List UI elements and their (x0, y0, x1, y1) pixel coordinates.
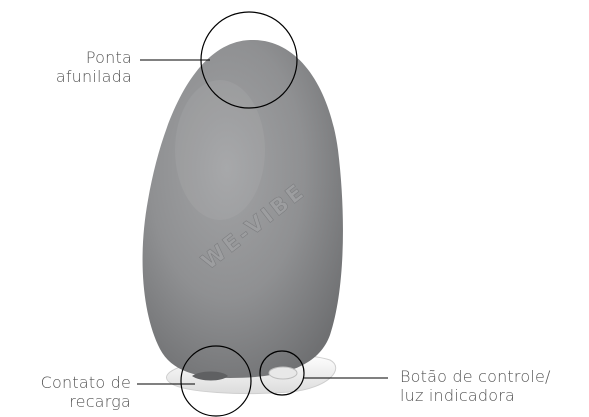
tip-label-line1: Ponta (85, 48, 132, 67)
charging-contact (192, 371, 228, 381)
charging-label-line2: recarga (69, 392, 131, 411)
button-label-line1: Botão de controle/ (400, 367, 551, 386)
button-callout-circle (259, 350, 305, 396)
tip-label: Ponta afunilada (30, 48, 132, 86)
charging-label: Contato de recarga (8, 373, 131, 411)
charging-label-line1: Contato de (40, 373, 131, 392)
button-label: Botão de controle/ luz indicadora (400, 367, 551, 405)
tip-label-line2: afunilada (55, 67, 132, 86)
control-button[interactable] (268, 366, 298, 380)
body-highlight (175, 80, 265, 220)
button-label-line2: luz indicadora (400, 386, 515, 405)
device-body (142, 39, 343, 378)
charging-callout-circle (180, 345, 252, 417)
